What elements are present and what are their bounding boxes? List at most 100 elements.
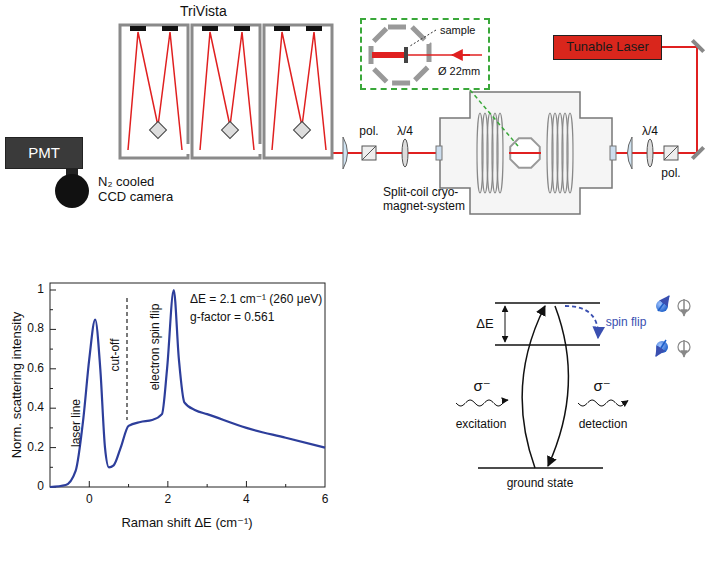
spin-icon bbox=[658, 296, 669, 311]
photon-wave bbox=[456, 400, 508, 406]
cryo-magnet bbox=[436, 146, 442, 160]
polarization-label: σ⁻ bbox=[593, 377, 610, 394]
polarizer-cube bbox=[664, 146, 678, 160]
spectrum-chart bbox=[50, 329, 56, 330]
spectrometer bbox=[150, 122, 167, 139]
level-label: ground state bbox=[507, 477, 574, 491]
quarter-wave-plate bbox=[647, 139, 653, 167]
spectrometer bbox=[202, 26, 218, 31]
spectrum-chart bbox=[50, 368, 56, 369]
spin-icon bbox=[656, 296, 690, 357]
tick-label: 4 bbox=[243, 493, 250, 507]
axis-title: Raman shift ΔE (cm⁻¹) bbox=[121, 516, 252, 531]
axis-title: Norm. scattering intensity bbox=[10, 312, 25, 459]
spectrum-chart bbox=[167, 481, 168, 487]
spectrometer bbox=[234, 26, 250, 31]
cryo-magnet bbox=[497, 113, 503, 193]
spectrometer bbox=[128, 32, 182, 150]
component-label: pol. bbox=[359, 125, 378, 139]
peak-label: electron spin flip bbox=[149, 304, 163, 391]
transition-label: spin flip bbox=[606, 316, 647, 330]
spectrometer bbox=[274, 26, 290, 31]
tick-label: 0.6 bbox=[27, 362, 44, 376]
peak-label: laser line bbox=[70, 399, 84, 447]
spectrometer bbox=[162, 26, 178, 31]
node-label: PMT bbox=[28, 144, 60, 161]
spectrum-chart bbox=[50, 283, 325, 487]
component-label: λ/4 bbox=[397, 125, 413, 139]
spectrum-chart bbox=[50, 290, 325, 487]
lens bbox=[628, 137, 633, 169]
quarter-wave-plate bbox=[647, 139, 653, 167]
annotation: g-factor = 0.561 bbox=[190, 311, 274, 325]
cryo-magnet bbox=[567, 113, 573, 193]
spectrum-chart bbox=[50, 309, 53, 310]
spin-icon bbox=[683, 299, 685, 316]
tick-label: 2 bbox=[165, 493, 172, 507]
laser-box: Tunable Laser bbox=[553, 35, 662, 60]
photon-wave bbox=[578, 400, 628, 406]
energy-level-diagram bbox=[478, 467, 603, 469]
mirror bbox=[691, 39, 705, 160]
node-label: Ø 22mm bbox=[438, 65, 480, 78]
detector-box: PMT bbox=[5, 137, 83, 169]
polarizer-cube bbox=[362, 146, 376, 160]
spectrometer bbox=[272, 32, 326, 150]
inset-leader bbox=[470, 90, 518, 146]
polarizer-cube bbox=[664, 146, 678, 160]
annotation: ΔE = 2.1 cm⁻¹ (260 μeV) bbox=[190, 293, 322, 307]
spectrum-chart bbox=[50, 283, 325, 487]
spectrum-chart bbox=[50, 290, 56, 291]
sample-chamber bbox=[408, 54, 482, 56]
component-label: pol. bbox=[661, 167, 680, 181]
energy-label: ΔE bbox=[476, 317, 493, 332]
energy-level-diagram bbox=[565, 306, 598, 338]
photon-wave bbox=[456, 400, 628, 406]
polarizer-cube bbox=[362, 146, 376, 160]
spectrometer bbox=[120, 25, 188, 158]
spectrometer-box: TriVista bbox=[118, 3, 340, 23]
spectrometer bbox=[264, 25, 332, 158]
polarizer-cube bbox=[362, 146, 376, 160]
tick-label: 0.2 bbox=[27, 441, 44, 455]
spectrum-chart bbox=[50, 427, 53, 428]
cryo-magnet bbox=[509, 152, 541, 154]
component-label: Split-coil cryo- magnet-system bbox=[383, 186, 475, 214]
spectrum-chart bbox=[246, 481, 247, 487]
energy-level-diagram bbox=[522, 306, 545, 468]
spectrum-chart bbox=[128, 484, 129, 487]
sample-chamber bbox=[410, 30, 436, 46]
ccd-camera bbox=[55, 166, 89, 208]
spectrum-chart bbox=[207, 484, 208, 487]
tick-label: 1 bbox=[37, 283, 44, 297]
spectrometer bbox=[130, 26, 146, 31]
quarter-wave-plate bbox=[402, 139, 408, 167]
spectrometer bbox=[306, 26, 322, 31]
spectrometer bbox=[294, 122, 311, 139]
tick-label: 0 bbox=[86, 493, 93, 507]
tick-label: 0 bbox=[37, 480, 44, 494]
camera-label: N₂ cooled CCD camera bbox=[98, 175, 176, 205]
mirror bbox=[691, 39, 705, 53]
spectrum-chart bbox=[50, 349, 53, 350]
spectrometer bbox=[192, 25, 260, 158]
node-label: TriVista bbox=[180, 3, 227, 19]
spectrum-chart bbox=[285, 484, 286, 487]
mirror bbox=[691, 146, 705, 160]
spectrum-chart bbox=[89, 481, 90, 487]
energy-level-diagram bbox=[495, 344, 600, 346]
energy-level-diagram bbox=[548, 306, 568, 466]
lens bbox=[628, 137, 633, 169]
cryo-magnet bbox=[440, 92, 612, 214]
transition-label: excitation bbox=[456, 418, 507, 432]
spectrometer bbox=[120, 25, 332, 158]
lens bbox=[343, 137, 348, 169]
tick-label: 0.4 bbox=[27, 401, 44, 415]
inset-box: sample Ø 22mm bbox=[360, 18, 490, 90]
tick-label: 6 bbox=[322, 493, 329, 507]
spectrum-chart bbox=[50, 447, 56, 448]
node-label: sample bbox=[440, 24, 475, 37]
lens bbox=[343, 137, 348, 169]
